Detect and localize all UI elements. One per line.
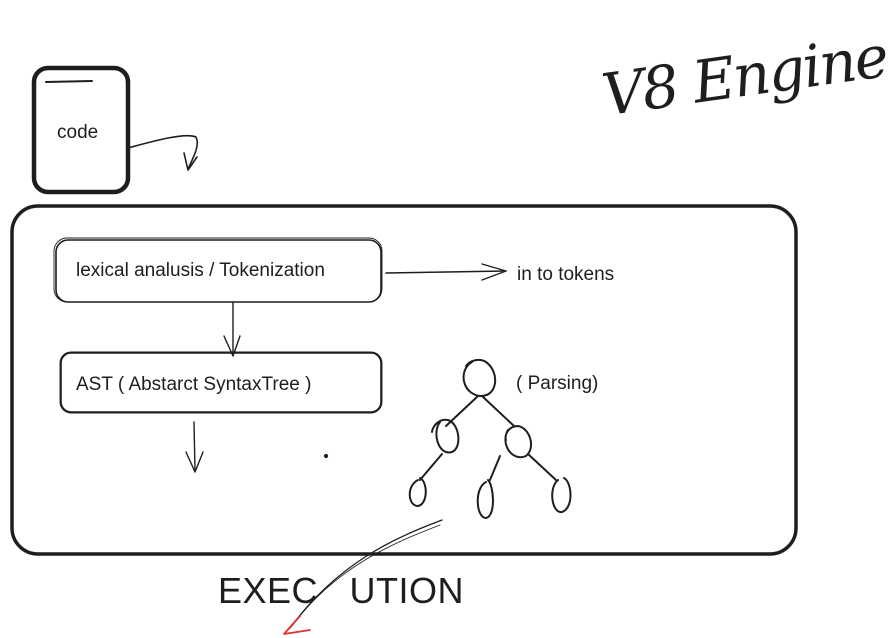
lexical-box-sketch	[53, 237, 383, 303]
code-arrow	[127, 134, 199, 170]
tree-leaf-2	[476, 479, 494, 519]
diagram-canvas	[10, 65, 798, 635]
ast-down-arrow	[193, 421, 196, 472]
parse-tree	[408, 358, 572, 519]
tree-right-node	[504, 425, 533, 459]
tree-root-node	[462, 358, 496, 398]
lex-to-ast-arrow-head	[223, 335, 241, 357]
tree-edge-mid-leaf	[489, 455, 501, 481]
code-label: code	[57, 122, 99, 143]
ast-label: AST ( Abstarct SyntaxTree )	[76, 374, 312, 395]
lexical-label: lexical analusis / Tokenization	[76, 260, 325, 281]
tree-to-exec-arrow-2	[291, 524, 441, 627]
code-box-cap-line	[45, 80, 93, 83]
tree-edge-right-leaf	[527, 453, 557, 481]
code-arrow-head	[183, 152, 198, 171]
stray-dot	[323, 453, 329, 459]
ast-box	[60, 352, 382, 413]
tokens-arrow	[385, 270, 507, 274]
tree-left-node	[431, 418, 460, 454]
ast-box-sketch	[59, 351, 383, 414]
tokens-label: in to tokens	[517, 264, 615, 285]
ast-down-arrow-head	[185, 451, 204, 473]
code-box	[31, 65, 131, 195]
tokens-arrow-head	[481, 263, 507, 281]
tree-leaf-1	[408, 477, 427, 507]
tree-leaf-3	[551, 477, 572, 513]
exec-red-arrow-head	[283, 615, 311, 635]
tree-edge-right	[481, 395, 515, 427]
parsing-label: ( Parsing)	[516, 373, 599, 394]
execution-label: EXEC UTION	[218, 570, 465, 611]
tree-edge-left-leaf	[419, 453, 443, 481]
engine-container	[10, 204, 798, 556]
